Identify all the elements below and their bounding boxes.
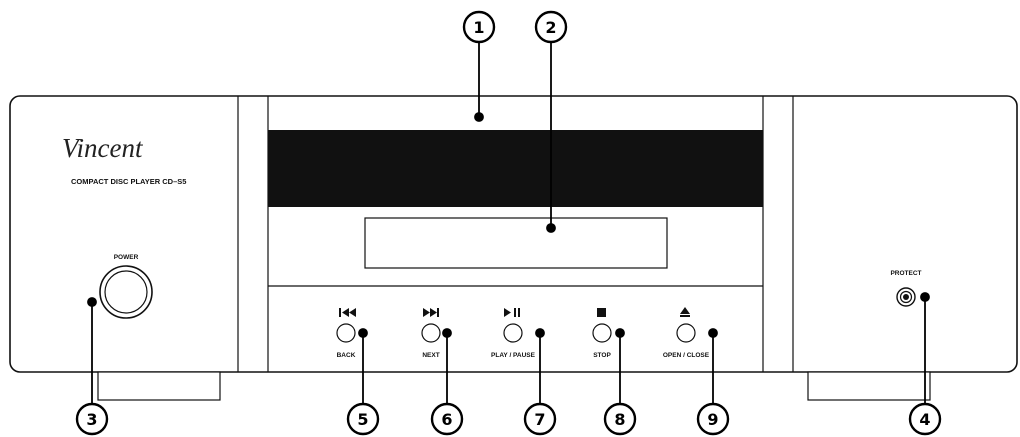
eject-icon xyxy=(680,307,690,317)
callout-2: 2 xyxy=(534,10,568,44)
svg-text:5: 5 xyxy=(357,410,368,429)
callout-5: 5 xyxy=(346,402,380,436)
skip-next-icon xyxy=(423,308,439,317)
back-button[interactable] xyxy=(336,323,356,343)
open-close-button[interactable] xyxy=(676,323,696,343)
back-label: BACK xyxy=(337,352,356,359)
svg-text:8: 8 xyxy=(614,410,625,429)
callout-9: 9 xyxy=(696,402,730,436)
brand-logo: Vincent xyxy=(62,133,144,163)
callout-7: 7 xyxy=(523,402,557,436)
stop-button[interactable] xyxy=(592,323,612,343)
disc-tray xyxy=(268,130,763,207)
callout-1: 1 xyxy=(462,10,496,44)
control-next[interactable]: NEXT xyxy=(421,308,441,359)
control-open-close[interactable]: OPEN / CLOSE xyxy=(663,307,710,359)
svg-text:1: 1 xyxy=(473,18,484,37)
stop-label: STOP xyxy=(593,352,611,359)
play-pause-button[interactable] xyxy=(503,323,523,343)
callout-3: 3 xyxy=(75,402,109,436)
play-pause-icon xyxy=(504,308,520,317)
control-back[interactable]: BACK xyxy=(336,308,356,359)
svg-text:7: 7 xyxy=(534,410,545,429)
open-close-label: OPEN / CLOSE xyxy=(663,352,710,359)
model-label: COMPACT DISC PLAYER CD–S5 xyxy=(71,177,186,186)
left-foot xyxy=(97,371,221,401)
next-button[interactable] xyxy=(421,323,441,343)
right-foot xyxy=(807,371,931,401)
display-window xyxy=(364,217,668,269)
skip-back-icon xyxy=(339,308,356,317)
control-stop[interactable]: STOP xyxy=(592,308,612,359)
power-button-inner xyxy=(104,270,148,314)
protect-indicator-led xyxy=(903,294,909,300)
play-pause-label: PLAY / PAUSE xyxy=(491,352,536,359)
callout-4: 4 xyxy=(908,402,942,436)
leader-lines xyxy=(87,40,930,405)
stop-icon xyxy=(597,308,606,317)
next-label: NEXT xyxy=(422,352,439,359)
svg-text:4: 4 xyxy=(919,410,930,429)
power-label: POWER xyxy=(114,254,139,261)
protect-label: PROTECT xyxy=(890,270,921,277)
svg-text:9: 9 xyxy=(707,410,718,429)
protect-indicator-ring xyxy=(899,290,913,304)
callout-6: 6 xyxy=(430,402,464,436)
control-play-pause[interactable]: PLAY / PAUSE xyxy=(491,308,536,359)
svg-text:3: 3 xyxy=(86,410,97,429)
power-button[interactable] xyxy=(99,265,153,319)
svg-text:6: 6 xyxy=(441,410,452,429)
svg-text:2: 2 xyxy=(545,18,556,37)
callout-8: 8 xyxy=(603,402,637,436)
